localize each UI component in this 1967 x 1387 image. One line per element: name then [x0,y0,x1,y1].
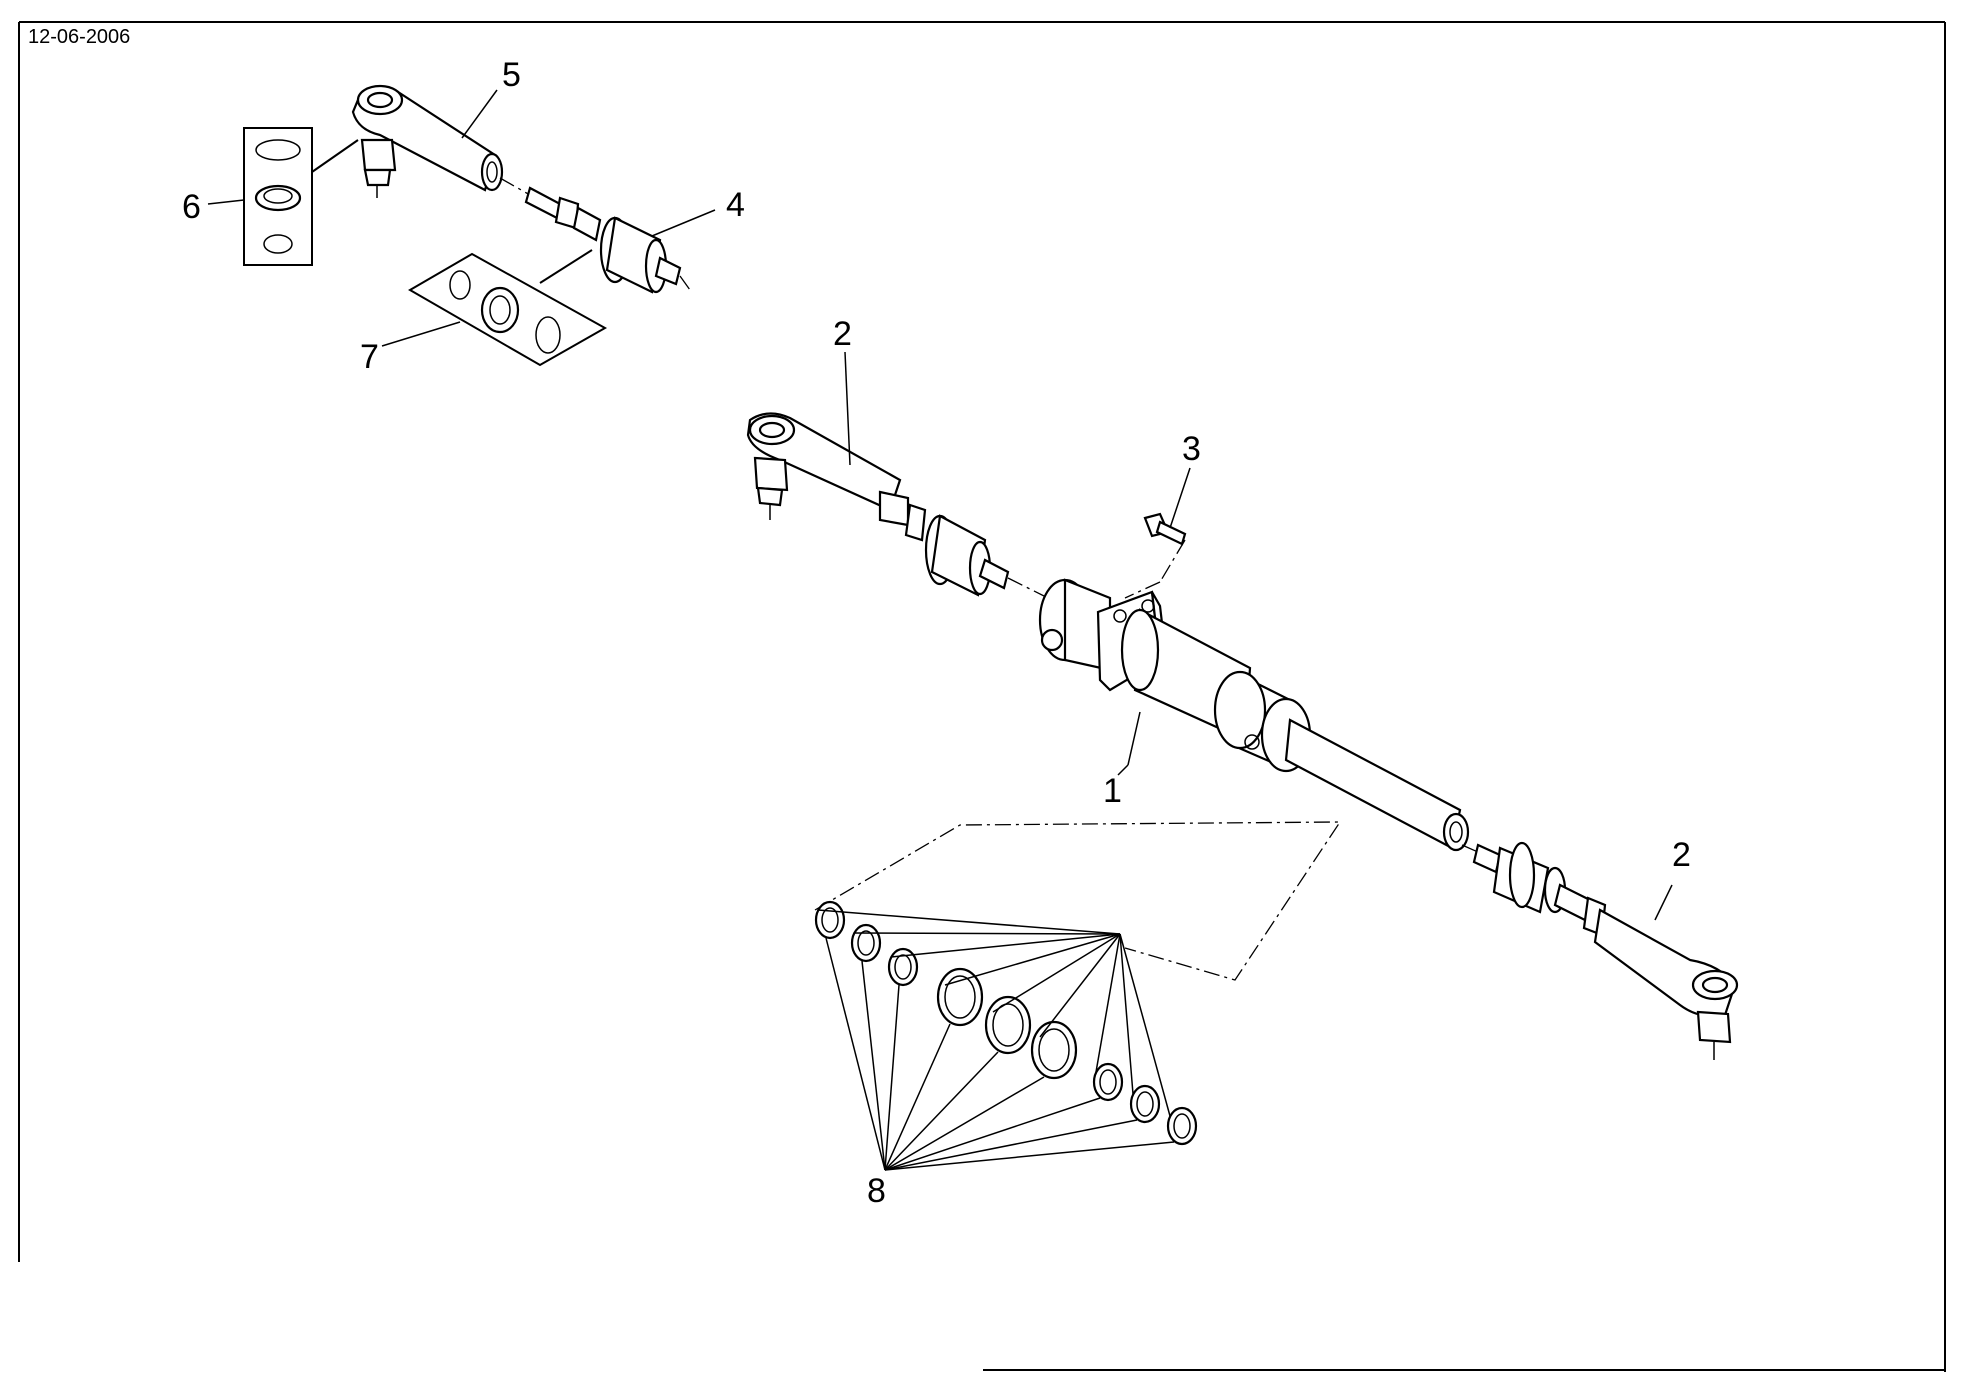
callout-1: 1 [1103,772,1122,810]
drawing-date: 12-06-2006 [28,26,131,48]
repair-kit-7[interactable] [408,249,608,367]
drawing-frame [18,21,1946,1372]
callout-8: 8 [867,1172,886,1210]
callout-7: 7 [360,338,379,376]
inner-ball-joint-4[interactable] [499,177,691,294]
bolt-3[interactable] [1124,512,1187,599]
callout-5: 5 [502,56,521,94]
callout-3: 3 [1182,430,1201,468]
repair-kit-6[interactable] [243,127,359,266]
tie-rod-assembly-2-left[interactable] [746,412,1053,601]
tie-rod-end-5[interactable] [351,84,504,198]
tie-rod-assembly-2-right[interactable] [1461,841,1739,1060]
callout-6: 6 [182,188,201,226]
callout-4: 4 [726,186,745,224]
seal-leader-lines [817,909,1175,1171]
seal-rings [814,900,1198,1146]
seal-kit-8[interactable] [814,821,1342,1171]
callout-leaders [207,89,1191,529]
steering-cylinder-1[interactable] [1038,578,1470,852]
callout-2-right: 2 [1672,836,1691,874]
callout-2-left: 2 [833,315,852,353]
